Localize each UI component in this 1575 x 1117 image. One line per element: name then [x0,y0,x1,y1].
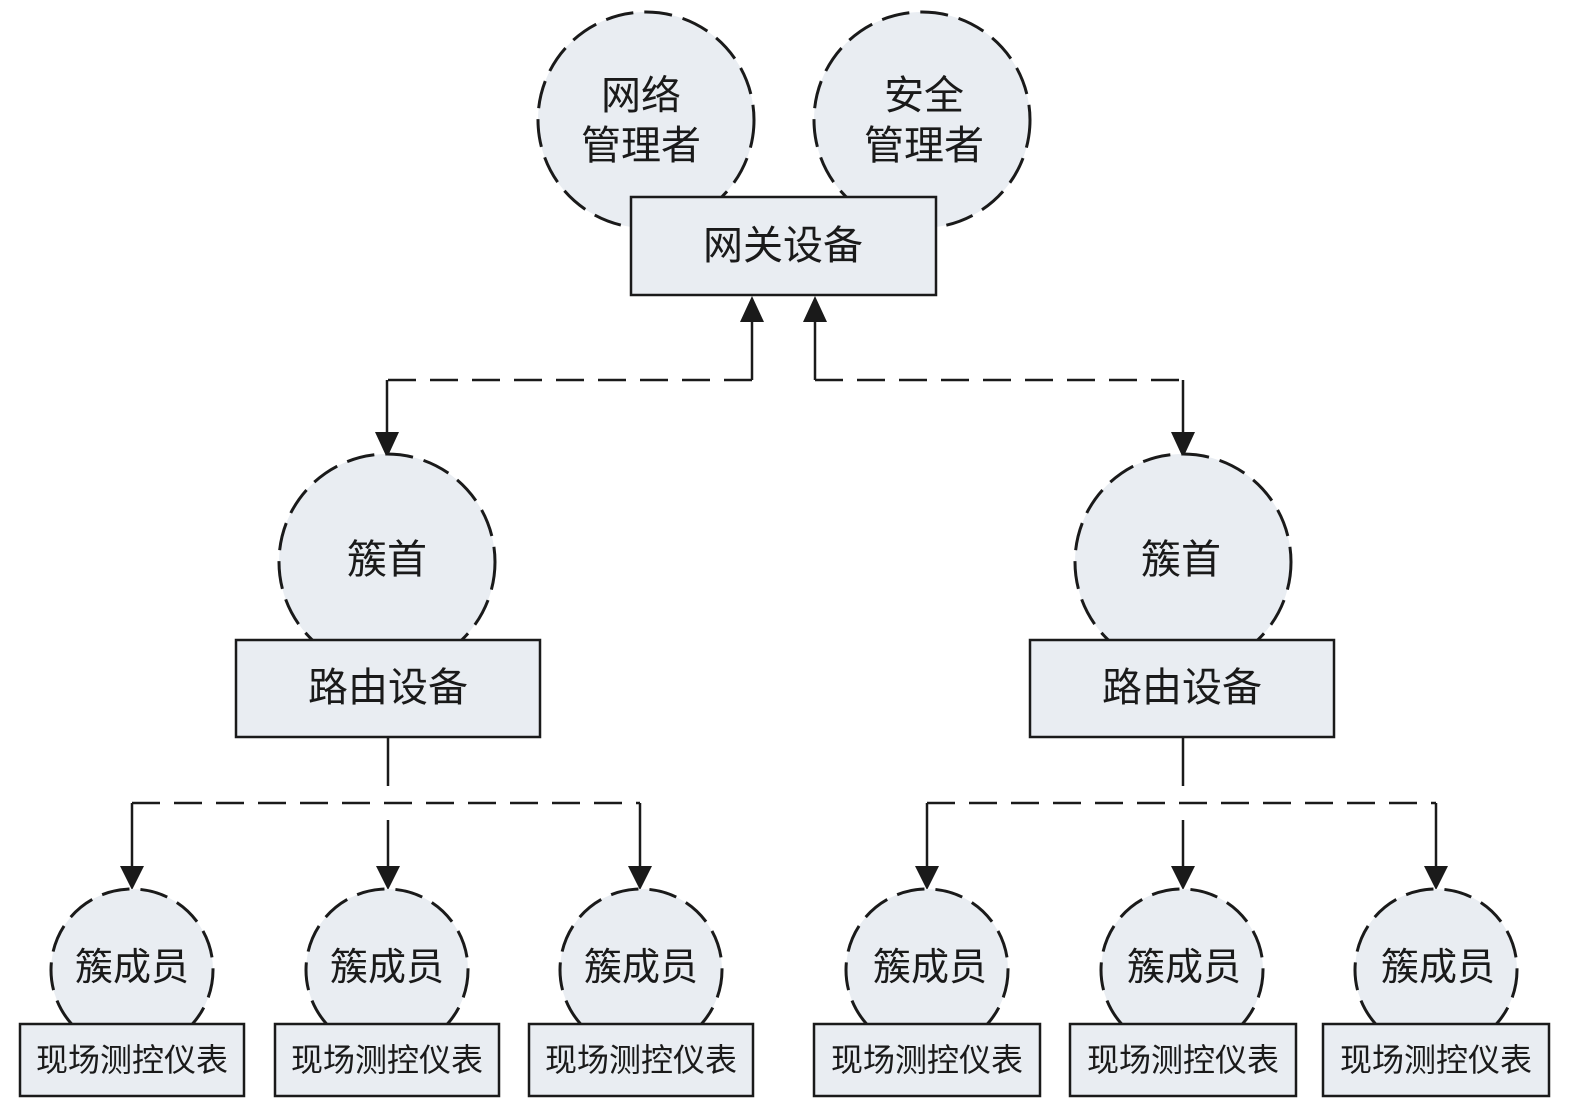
network-manager-node: 网络 管理者 [536,10,756,230]
cluster-head-label: 簇首 [347,537,427,583]
cluster-member-label: 簇成员 [1381,945,1495,989]
cluster-right: 簇首 路由设备 簇成员 现场测控仪表 簇成员 现场测控仪表 簇成员 现场测控仪表 [812,452,1551,1098]
cluster-head-label: 簇首 [1141,537,1221,583]
cluster-member-label: 簇成员 [873,945,987,989]
arrowhead-down-left [375,432,399,458]
cluster-member-node: 簇成员 现场测控仪表 [527,887,755,1098]
cluster-member-node: 簇成员 现场测控仪表 [812,887,1042,1098]
security-manager-node: 安全 管理者 [812,10,1032,230]
cluster-member-node: 簇成员 现场测控仪表 [1068,887,1298,1098]
arrowhead-up-right [803,296,827,322]
field-instrument-label: 现场测控仪表 [1087,1041,1279,1079]
gateway-device-node: 网关设备 [629,195,938,297]
field-instrument-node [812,1022,1042,1098]
field-instrument-label: 现场测控仪表 [1340,1041,1532,1079]
field-instrument-label: 现场测控仪表 [831,1041,1023,1079]
field-instrument-label: 现场测控仪表 [545,1041,737,1079]
field-instrument-node [527,1022,755,1098]
network-manager-label-line2: 管理者 [581,123,701,169]
router-device-label: 路由设备 [308,665,468,711]
arrowhead-down-right [1171,432,1195,458]
field-instrument-node [1321,1022,1551,1098]
field-instrument-label: 现场测控仪表 [291,1041,483,1079]
router-device-node [1028,638,1336,739]
cluster-member-label: 簇成员 [330,945,444,989]
cluster-member-node: 簇成员 现场测控仪表 [1321,887,1551,1098]
arrowhead-up-left [740,296,764,322]
field-instrument-node [18,1022,246,1098]
gateway-connectors [375,296,1195,458]
router-device-label: 路由设备 [1102,665,1262,711]
security-manager-label-line2: 管理者 [864,123,984,169]
cluster-member-node: 簇成员 现场测控仪表 [273,887,501,1098]
gateway-device-label: 网关设备 [703,223,863,269]
field-instrument-node [1068,1022,1298,1098]
cluster-member-label: 簇成员 [584,945,698,989]
security-manager-label-line1: 安全 [884,73,964,119]
cluster-member-node: 簇成员 现场测控仪表 [18,887,246,1098]
network-manager-label-line1: 网络 [601,73,681,119]
cluster-member-label: 簇成员 [1127,945,1241,989]
cluster-left: 簇首 路由设备 簇成员 现场测控仪表 簇成员 现场测控仪表 簇成员 现场测控仪表 [18,452,755,1098]
field-instrument-label: 现场测控仪表 [36,1041,228,1079]
field-instrument-node [273,1022,501,1098]
cluster-member-label: 簇成员 [75,945,189,989]
